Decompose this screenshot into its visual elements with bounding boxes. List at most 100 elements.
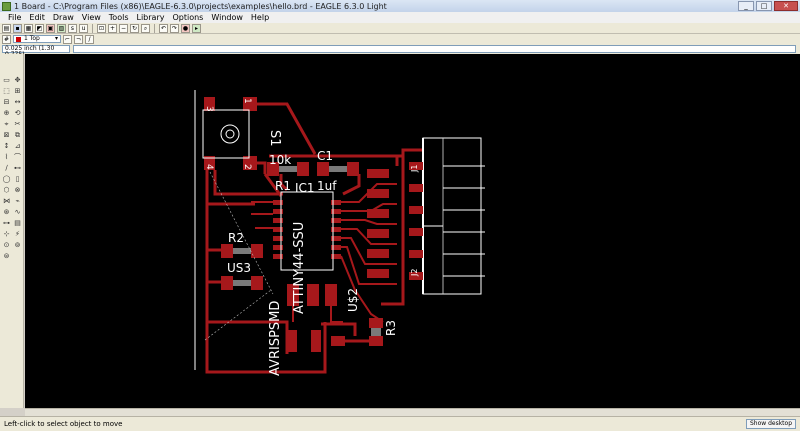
show-desktop-button[interactable]: Show desktop <box>745 419 796 429</box>
cam-icon[interactable]: ◩ <box>35 23 44 33</box>
palette-tool-icon[interactable]: ⊟ <box>3 98 10 106</box>
palette-tool-icon[interactable]: ⊹ <box>3 230 10 238</box>
pcb-layout[interactable]: S1 10k C1 R1 1uf IC1 R2 US3 ATTINY44-SSU… <box>25 54 800 408</box>
board-icon[interactable]: ▣ <box>46 23 55 33</box>
palette-tool-icon[interactable]: ⧉ <box>15 131 20 139</box>
palette-tool-icon[interactable]: ⬡ <box>3 186 10 194</box>
layer-select[interactable]: 1 Top ▾ <box>13 35 61 43</box>
palette-tool-icon[interactable]: ✥ <box>14 76 21 84</box>
ic-pin-left <box>273 209 283 214</box>
connector-pad <box>367 169 389 178</box>
palette-tool-icon[interactable]: ⊷ <box>14 164 21 172</box>
label-r3: R3 <box>384 320 398 336</box>
palette-tool-icon[interactable]: ⌇ <box>4 153 9 161</box>
lower-pad <box>287 284 299 306</box>
palette-tool-icon[interactable]: ⋈ <box>3 197 10 205</box>
copper-trace <box>341 237 397 265</box>
status-message: Left-click to select object to move <box>4 420 123 428</box>
ic-pin-left <box>273 245 283 250</box>
menu-window[interactable]: Window <box>211 13 243 22</box>
label-r1: R1 <box>275 179 291 193</box>
grid-icon[interactable]: # <box>2 34 11 44</box>
palette-tool-icon[interactable]: ▯ <box>15 175 20 183</box>
go-icon[interactable]: ▸ <box>192 23 201 33</box>
zoom-select-icon[interactable]: ⌕ <box>141 23 150 33</box>
chevron-down-icon: ▾ <box>54 35 58 42</box>
palette-tool-icon[interactable]: ⊜ <box>3 252 10 260</box>
maximize-button[interactable]: □ <box>756 1 772 11</box>
menu-edit[interactable]: Edit <box>29 13 45 22</box>
palette-tool-icon[interactable]: ⊕ <box>3 109 10 117</box>
board-canvas[interactable]: S1 10k C1 R1 1uf IC1 R2 US3 ATTINY44-SSU… <box>25 54 800 408</box>
menu-tools[interactable]: Tools <box>108 13 129 22</box>
ulp-icon[interactable]: u <box>79 23 88 33</box>
parameter-toolbar: # 1 Top ▾ ⌐ ¬ / <box>0 34 800 44</box>
palette-tool-icon[interactable]: ✂ <box>14 120 21 128</box>
palette-tool-icon[interactable]: ◯ <box>2 175 11 183</box>
zoom-fit-icon[interactable]: ⊡ <box>97 23 106 33</box>
layer-color-swatch <box>16 36 21 42</box>
palette-tool-icon[interactable]: ⊗ <box>14 186 21 194</box>
undo-icon[interactable]: ↶ <box>159 23 168 33</box>
palette-tool-icon[interactable]: ⚡ <box>15 230 20 238</box>
resistor-10k-pad <box>267 162 279 176</box>
palette-tool-icon[interactable]: ⌖ <box>4 120 9 128</box>
menu-view[interactable]: View <box>81 13 101 22</box>
palette-tool-icon[interactable]: ⊿ <box>14 142 21 150</box>
menu-options[interactable]: Options <box>172 13 204 22</box>
minimize-button[interactable]: _ <box>738 1 754 11</box>
resistor-r2-pad <box>251 244 263 258</box>
title-bar: 1 Board - C:\Program Files (x86)\EAGLE-6… <box>0 0 800 12</box>
wire-bend-icon[interactable]: ⌐ <box>63 34 72 44</box>
copper-trace <box>263 173 283 197</box>
connector-solder-pad <box>409 250 423 258</box>
save-icon[interactable]: ▪ <box>13 23 22 33</box>
stop-icon[interactable]: ● <box>181 23 190 33</box>
palette-tool-icon[interactable]: ⟲ <box>14 109 21 117</box>
copper-trace <box>401 148 423 156</box>
horizontal-scrollbar[interactable] <box>25 408 800 416</box>
palette-tool-icon[interactable]: ↕ <box>3 142 10 150</box>
zoom-in-icon[interactable]: + <box>108 23 117 33</box>
ic-pin-right <box>331 236 341 241</box>
palette-tool-icon[interactable]: ↔ <box>14 98 21 106</box>
palette-tool-icon[interactable]: ⌁ <box>15 197 20 205</box>
menu-help[interactable]: Help <box>250 13 270 22</box>
ic-pin-right <box>331 218 341 223</box>
label-pin2: 2 <box>242 164 252 170</box>
palette-tool-icon[interactable]: ⌒ <box>14 153 21 161</box>
ic-pin-left <box>273 254 283 259</box>
menu-file[interactable]: File <box>8 13 22 22</box>
label-j2: J2 <box>410 269 419 277</box>
palette-tool-icon[interactable]: ⊙ <box>3 241 10 249</box>
palette-tool-icon[interactable]: ⊠ <box>3 131 10 139</box>
script-icon[interactable]: s <box>68 23 77 33</box>
redo-icon[interactable]: ↷ <box>170 23 179 33</box>
status-bar: Left-click to select object to move Show… <box>0 416 800 431</box>
palette-tool-icon[interactable]: ⬚ <box>3 87 10 95</box>
open-icon[interactable]: ▤ <box>2 23 11 33</box>
schematic-icon[interactable]: ▨ <box>57 23 66 33</box>
menu-library[interactable]: Library <box>136 13 165 22</box>
connector-pad <box>367 269 389 278</box>
print-icon[interactable]: ▦ <box>24 23 33 33</box>
redraw-icon[interactable]: ↻ <box>130 23 139 33</box>
wire-bend-icon-2[interactable]: ¬ <box>74 34 83 44</box>
palette-tool-icon[interactable]: ⊚ <box>14 241 21 249</box>
connector-pad <box>367 189 389 198</box>
wire-bend-icon-3[interactable]: / <box>85 34 94 44</box>
zoom-out-icon[interactable]: − <box>119 23 128 33</box>
menu-draw[interactable]: Draw <box>52 13 74 22</box>
copper-trace <box>213 170 283 196</box>
palette-tool-icon[interactable]: ⊛ <box>3 208 10 216</box>
palette-tool-icon[interactable]: ∕ <box>5 164 8 172</box>
copper-layer <box>204 97 423 374</box>
label-pin3: 3 <box>204 106 214 112</box>
palette-tool-icon[interactable]: ⊶ <box>3 219 10 227</box>
close-button[interactable]: ✕ <box>774 1 798 11</box>
palette-tool-icon[interactable]: ⊞ <box>14 87 21 95</box>
palette-tool-icon[interactable]: ▤ <box>14 219 21 227</box>
palette-tool-icon[interactable]: ▭ <box>3 76 10 84</box>
command-line-input[interactable] <box>73 45 796 53</box>
palette-tool-icon[interactable]: ∿ <box>14 208 21 216</box>
